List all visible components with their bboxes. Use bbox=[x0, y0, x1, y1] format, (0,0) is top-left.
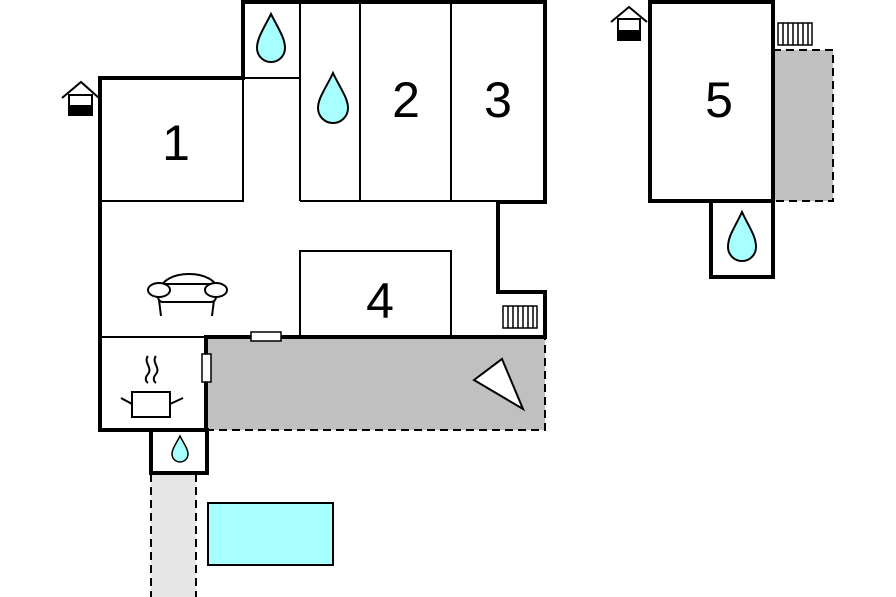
room-1-walls bbox=[100, 78, 244, 202]
water-drop-icon bbox=[316, 70, 350, 124]
radiator-icon bbox=[777, 22, 813, 46]
terrace-annex-border bbox=[773, 49, 834, 202]
room-2-label: 2 bbox=[392, 72, 420, 128]
house-icon bbox=[61, 80, 100, 116]
bottom-bathroom-walls bbox=[149, 428, 209, 475]
swimming-pool bbox=[207, 502, 334, 566]
room-5-label: 5 bbox=[705, 72, 733, 128]
sofa-icon bbox=[147, 273, 228, 317]
room-1-label: 1 bbox=[162, 115, 190, 171]
water-drop-icon bbox=[255, 11, 287, 63]
radiator-icon bbox=[502, 305, 538, 329]
window-top bbox=[250, 331, 282, 342]
garden-path bbox=[151, 474, 196, 597]
water-drop-icon bbox=[726, 209, 758, 262]
cooking-pot-icon bbox=[120, 355, 184, 418]
room-3-label: 3 bbox=[484, 72, 512, 128]
terrace-annex bbox=[773, 50, 833, 201]
terrace-main-border bbox=[206, 337, 546, 431]
fireplace-icon bbox=[472, 357, 526, 412]
window-side bbox=[201, 353, 212, 383]
room-4-label: 4 bbox=[366, 273, 394, 329]
house-icon bbox=[610, 5, 648, 41]
room-4-walls bbox=[299, 250, 452, 338]
annex-bathroom-walls bbox=[709, 199, 775, 279]
water-drop-icon bbox=[171, 434, 189, 463]
